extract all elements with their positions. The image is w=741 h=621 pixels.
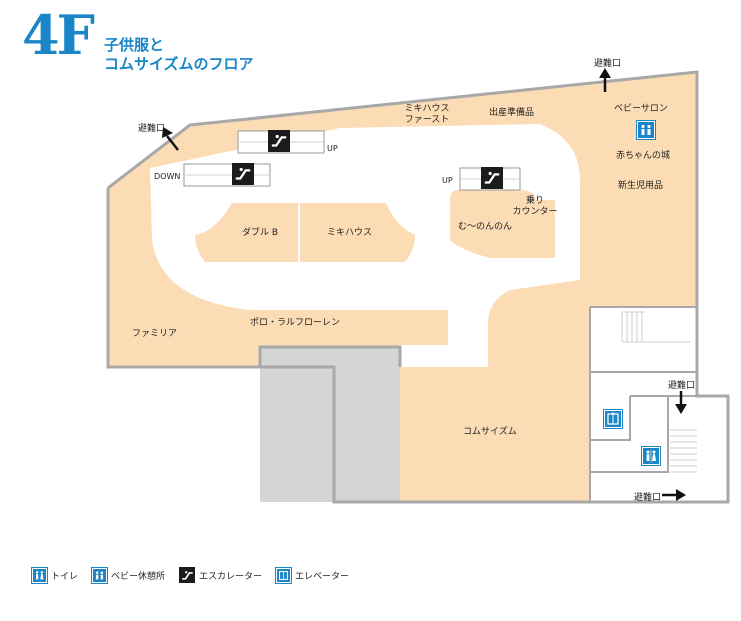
legend-escalator-label: エスカレーター (199, 571, 263, 582)
elevator-icon (603, 409, 623, 429)
escalator-icon (232, 163, 254, 185)
floor-title-line2: コムサイズムのフロア (104, 55, 254, 73)
store-mikihouse[interactable]: ミキハウス (327, 228, 373, 238)
arrow-icon (662, 489, 686, 501)
emergency-exit-top-right: 避難口 (594, 59, 622, 69)
stairs-upper-right-steps (621, 311, 690, 343)
store-area-mikihouse (300, 203, 415, 262)
legend-baby-rest: ベビー休憩所 (91, 566, 166, 584)
store-newborn[interactable]: 新生児用品 (618, 181, 664, 191)
arrow-icon (675, 391, 687, 414)
legend-escalator: エスカレーター (179, 567, 262, 583)
legend-baby-rest-label: ベビー休憩所 (111, 571, 166, 582)
service-block (590, 367, 697, 502)
legend-elevator: エレベーター (275, 566, 350, 584)
arrow-icon (599, 68, 611, 92)
escalator-down-label: DOWN (154, 172, 181, 181)
store-area-doubleb (195, 203, 298, 262)
store-area-commeca (400, 367, 590, 502)
legend-elevator-label: エレベーター (295, 571, 350, 582)
floor-title-line1: 子供服と (104, 36, 165, 54)
toilet-icon (641, 446, 661, 466)
toilet-icon (31, 566, 48, 584)
store-familiar[interactable]: ファミリア (132, 329, 178, 339)
store-polo[interactable]: ポロ・ラルフローレン (250, 318, 341, 328)
store-demand[interactable]: 出産準備品 (489, 108, 535, 118)
store-baby-salon[interactable]: ベビーサロン (614, 104, 668, 114)
escalator-icon (179, 567, 196, 583)
floor-title: 子供服と コムサイズムのフロア (104, 36, 254, 74)
store-ride-counter[interactable]: 乗り カウンター (512, 196, 558, 217)
legend-toilet: トイレ (31, 566, 79, 584)
store-mikihouse-first[interactable]: ミキハウス ファースト (404, 104, 450, 125)
legend: トイレ ベビー休憩所 エスカレーター エレベーター (31, 566, 363, 584)
escalator-icon (481, 167, 503, 189)
emergency-exit-top-left: 避難口 (138, 124, 166, 134)
legend-toilet-label: トイレ (51, 571, 79, 582)
store-akachan[interactable]: 赤ちゃんの城 (616, 151, 671, 161)
floor-number: 4F (22, 3, 95, 67)
escalator-icon (268, 130, 290, 152)
escalator-up-label: UP (327, 144, 338, 153)
baby-room-icon (636, 120, 656, 140)
stairs-lower-right-steps (670, 429, 697, 473)
store-doubleb[interactable]: ダブル B (242, 228, 279, 238)
store-commeca[interactable]: コムサイズム (463, 427, 517, 437)
void-area-lower (334, 367, 400, 502)
stairs-upper-right (590, 307, 697, 367)
baby-room-icon (91, 566, 109, 584)
store-area-munon (450, 190, 555, 258)
store-munon[interactable]: む～のんのん (458, 222, 513, 232)
emergency-exit-right-mid: 避難口 (668, 381, 696, 391)
escalator-up-label-2: UP (442, 176, 453, 185)
emergency-exit-bottom-right: 避難口 (634, 493, 662, 503)
arrow-icon (162, 127, 179, 151)
elevator-icon (275, 566, 293, 584)
